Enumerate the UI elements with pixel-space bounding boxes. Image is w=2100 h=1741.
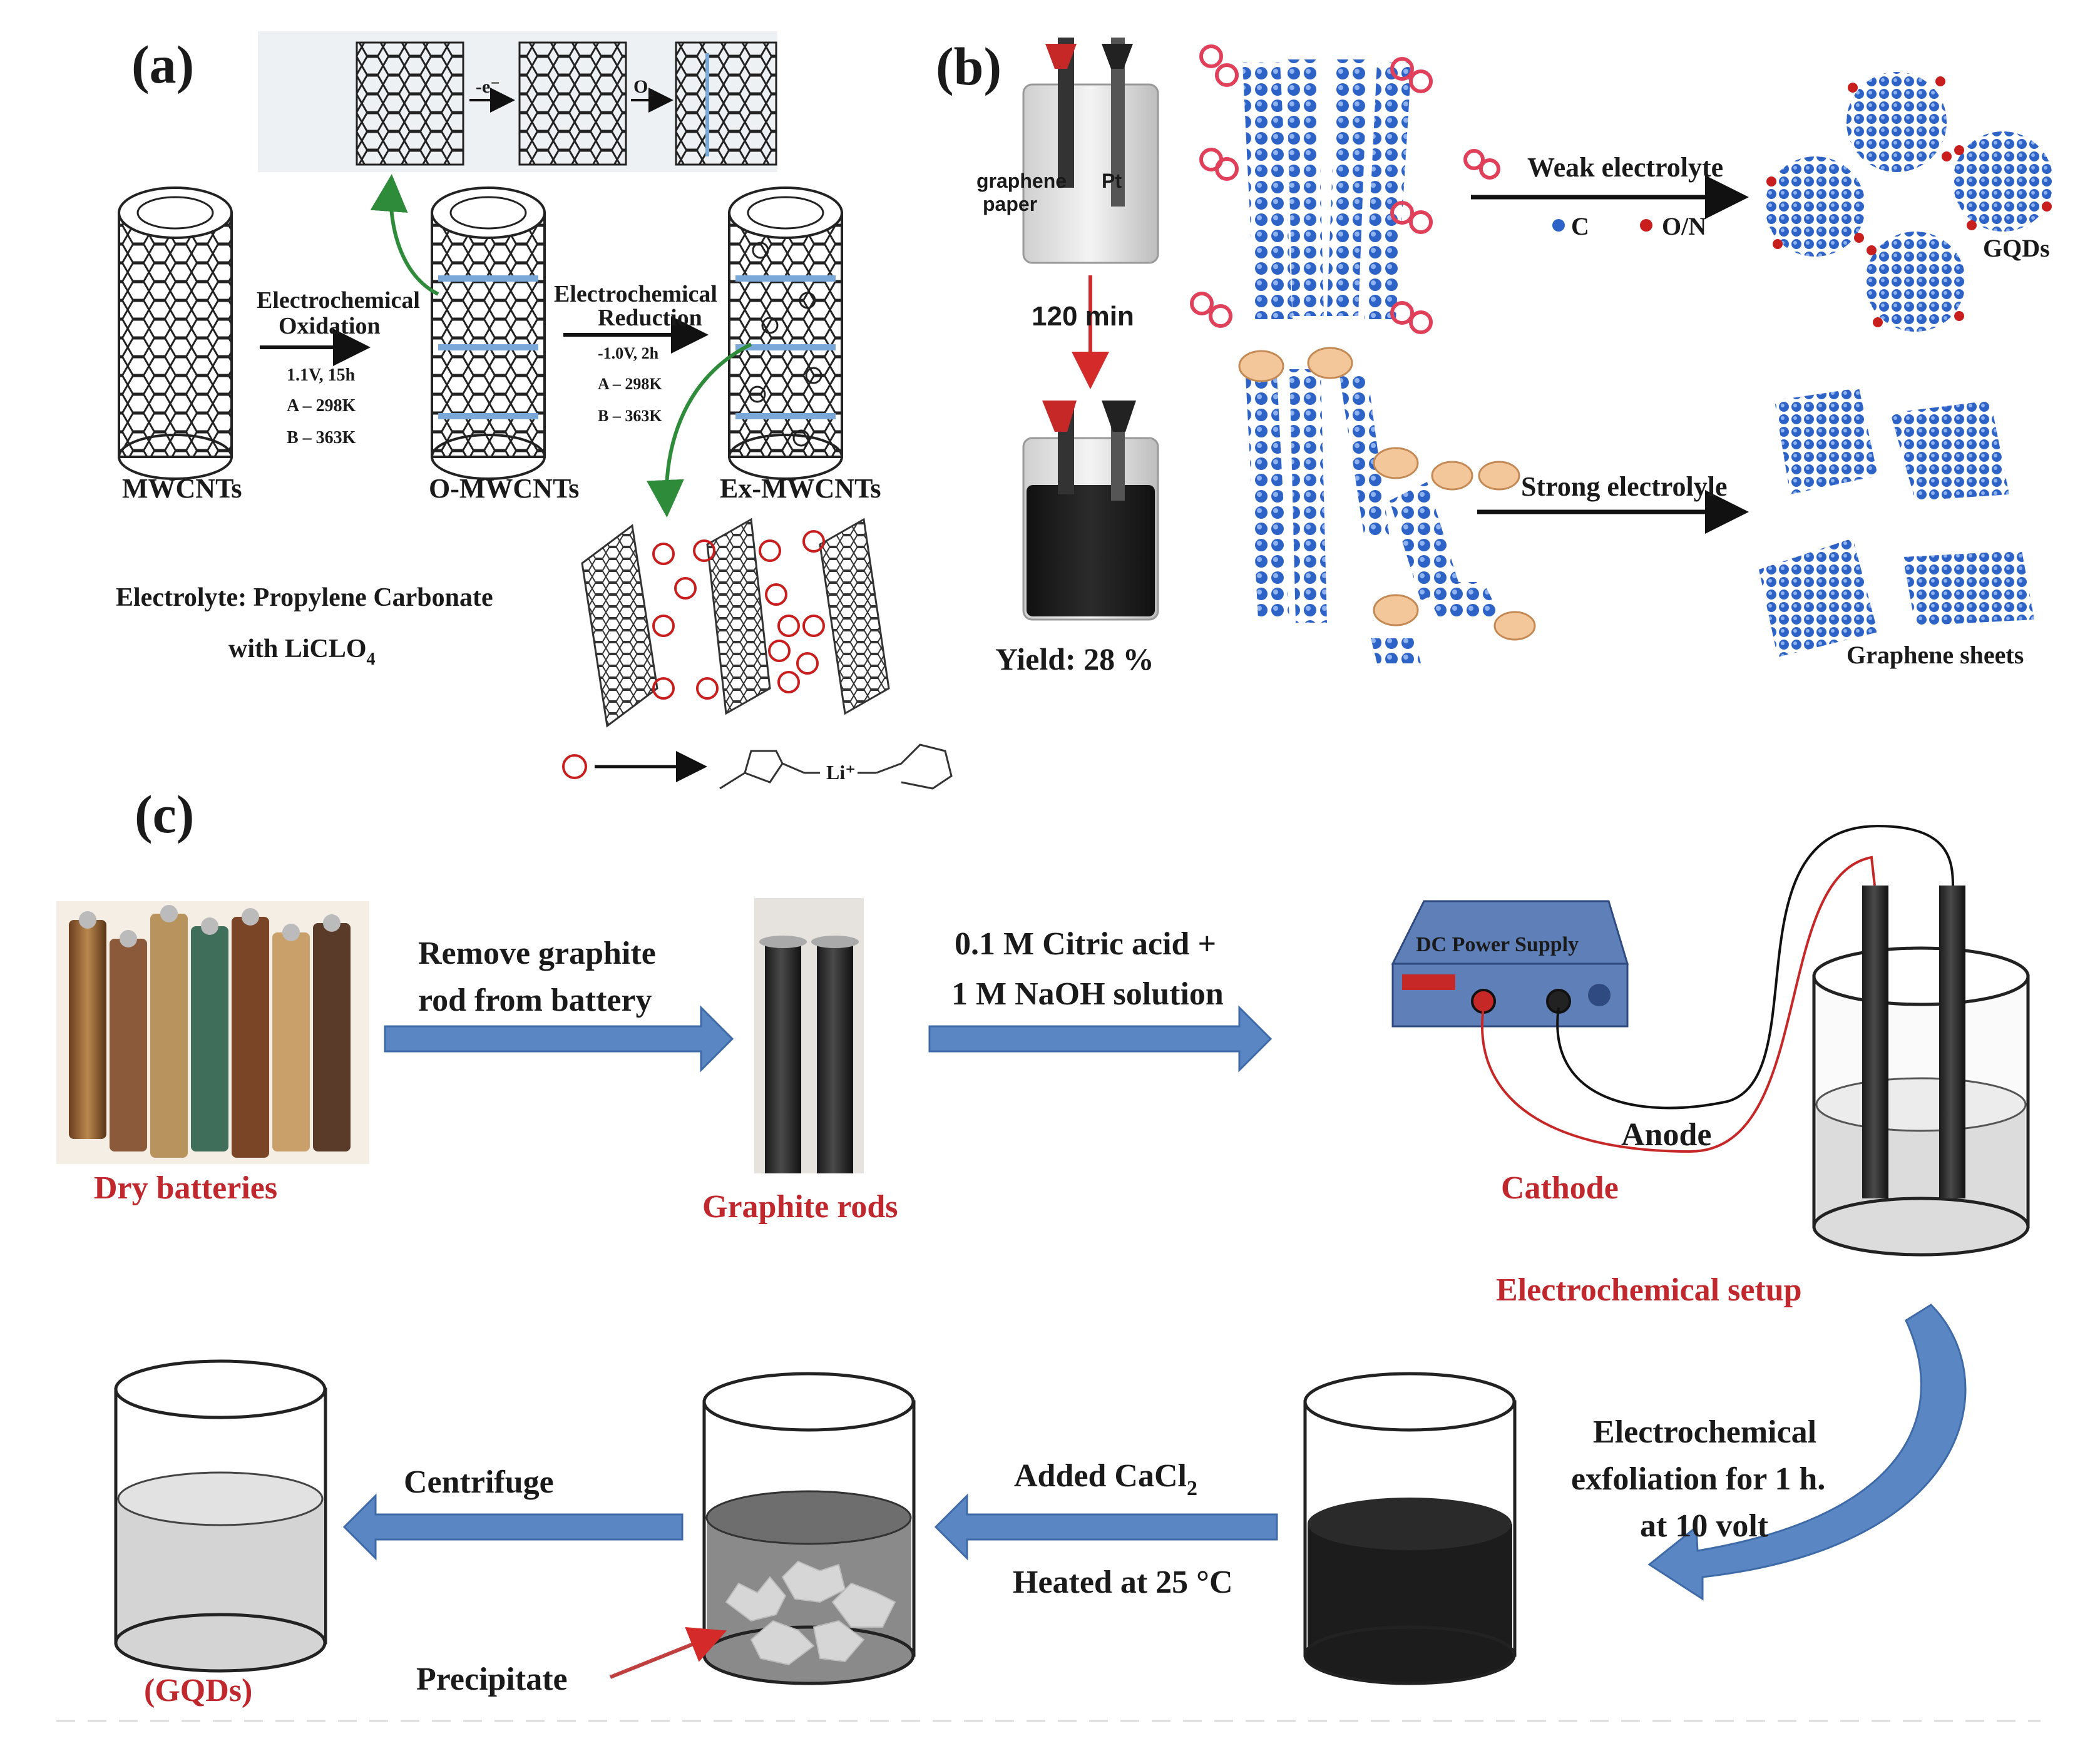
beaker-black: [1303, 1372, 1517, 1685]
solution-line-1: 0.1 M Citric acid +: [955, 926, 1216, 962]
beaker-precipitate: [702, 1372, 916, 1685]
added-cacl2-label: Added CaCl2: [1014, 1458, 1197, 1500]
beaker-graphene-paper: [1022, 38, 1159, 264]
setup-label: Electrochemical setup: [1496, 1272, 1802, 1308]
power-supply-label: DC Power Supply: [1416, 933, 1579, 956]
arrow-solution: [928, 1005, 1273, 1073]
reduction-cond-1: -1.0V, 2h: [598, 344, 659, 362]
heated-label: Heated at 25 °C: [1013, 1565, 1233, 1600]
arrow-remove: [384, 1005, 734, 1073]
oxidation-cond-2: A – 298K: [287, 396, 356, 416]
anode-label: Anode: [1621, 1117, 1711, 1153]
legend-on-dot: [1640, 219, 1652, 232]
paper-label: paper: [983, 193, 1037, 215]
panel-b-label: (b): [936, 36, 1001, 96]
tube-ex-mwcnt: [728, 186, 843, 480]
solution-line-2: 1 M NaOH solution: [951, 976, 1224, 1012]
minus-e-label: -e⁻: [476, 76, 500, 97]
tube-o-mwcnt: [431, 186, 546, 480]
yield-label: Yield: 28 %: [995, 641, 1154, 676]
exfoliation-line-3: at 10 volt: [1640, 1508, 1769, 1544]
graphene-stack-bottom: [1246, 369, 1502, 663]
oxidation-cond-3: B – 363K: [287, 428, 356, 447]
gqd-clusters: [1765, 72, 2053, 332]
pt-label: Pt: [1102, 170, 1122, 192]
strong-label: Strong electrolyle: [1521, 471, 1728, 502]
centrifuge-label: Centrifuge: [404, 1464, 554, 1500]
lattice-2: [518, 41, 627, 166]
gqds-final-label: (GQDs): [144, 1673, 252, 1708]
cathode-label: Cathode: [1501, 1170, 1619, 1206]
beaker-gqds: [114, 1359, 327, 1673]
reduction-title-2: Reduction: [598, 305, 702, 331]
label-mwcnts: MWCNTs: [122, 473, 242, 504]
remove-line-1: Remove graphite: [418, 936, 656, 971]
legend-c-dot: [1552, 219, 1565, 232]
remove-line-2: rod from battery: [418, 983, 652, 1018]
intercalation-sketch: [562, 518, 953, 790]
curved-arrow: [1647, 1304, 1967, 1601]
label-o-mwcnts: O-MWCNTs: [429, 473, 579, 504]
tube-mwcnt: [118, 186, 233, 480]
arrow-centrifuge: [342, 1493, 684, 1561]
scissors-icons: [1190, 44, 1500, 334]
exfoliation-line-2: exfoliation for 1 h.: [1571, 1461, 1825, 1497]
li-ion-label: Li⁺: [826, 761, 856, 784]
panel-c-label: (c): [135, 784, 194, 844]
legend-on-label: O/N: [1662, 212, 1706, 240]
graphite-rods-label: Graphite rods: [702, 1189, 898, 1225]
graphite-rods-photo: [754, 898, 864, 1173]
precipitate-label: Precipitate: [416, 1662, 568, 1697]
wire-anode: [1556, 824, 1954, 1110]
beaker-exfoliated: [1022, 401, 1159, 621]
sheets-label: Graphene sheets: [1846, 641, 2024, 669]
electrochemical-cell: [1812, 886, 2030, 1257]
dc-power-supply: [1391, 900, 1629, 1028]
graphene-label: graphene: [976, 170, 1067, 192]
lattice-1: [356, 41, 464, 166]
oxidation-title-1: Electrochemical: [257, 287, 420, 314]
electrolyte-line-2: with LiCLO4: [228, 635, 376, 669]
reduction-cond-3: B – 363K: [598, 407, 662, 425]
dry-batteries-label: Dry batteries: [94, 1170, 277, 1206]
lattice-3: [675, 41, 777, 166]
graphene-sheets: [1759, 388, 2034, 657]
label-ex-mwcnts: Ex-MWCNTs: [720, 473, 881, 504]
reduction-title-1: Electrochemical: [554, 281, 717, 307]
exfoliation-line-1: Electrochemical: [1593, 1414, 1816, 1450]
precipitate-arrow: [609, 1626, 727, 1679]
o2-label: O₂: [633, 76, 653, 97]
green-arrow-up: [370, 174, 439, 296]
dry-batteries-photo: [56, 901, 369, 1164]
graphene-stack-top: [1242, 59, 1411, 319]
arrow-cacl2: [934, 1493, 1278, 1561]
wire-cathode: [1481, 855, 1876, 1153]
gqds-label: GQDs: [1983, 234, 2050, 262]
green-arrow-down: [646, 342, 752, 518]
oxidation-title-2: Oxidation: [279, 313, 381, 339]
weak-label: Weak electrolyte: [1527, 152, 1723, 183]
oxidation-cond-1: 1.1V, 15h: [287, 365, 356, 385]
time-label: 120 min: [1032, 301, 1134, 332]
reduction-cond-2: A – 298K: [598, 375, 662, 393]
legend-c-label: C: [1571, 212, 1589, 240]
hand-icons: [1238, 347, 1536, 641]
electrolyte-line-1: Electrolyte: Propylene Carbonate: [116, 583, 493, 612]
panel-a-label: (a): [131, 34, 194, 94]
